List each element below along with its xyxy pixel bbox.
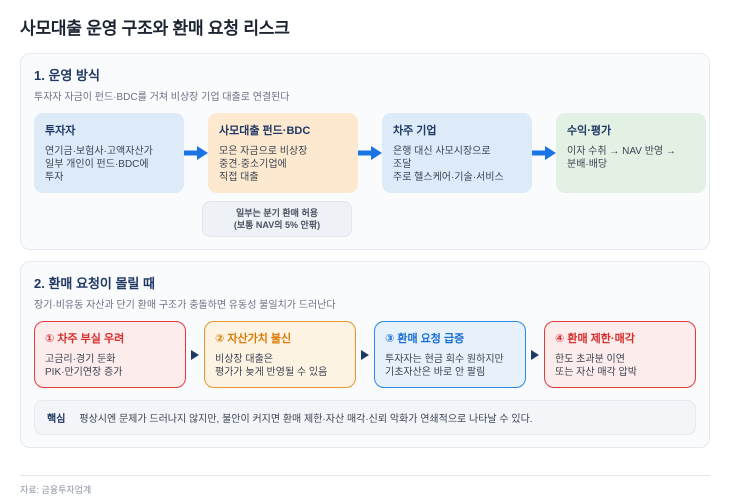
risk-card-redemption-surge: ③ 환매 요청 급증 투자자는 현금 회수 원하지만 기초자산은 바로 안 팔림 (374, 321, 526, 388)
key-takeaway: 핵심 평상시엔 문제가 드러나지 않지만, 불안이 커지면 환매 제한·자산 매… (34, 400, 696, 435)
risk-line: 투자자는 현금 회수 원하지만 (385, 354, 504, 365)
risk-title: ① 차주 부실 우려 (45, 333, 125, 345)
key-takeaway-text: 평상시엔 문제가 드러나지 않지만, 불안이 커지면 환매 제한·자산 매각·신… (79, 414, 533, 425)
step-card-borrowers: 차주 기업 은행 대신 사모시장으로 조달 주로 헬스케어·기술·서비스 (382, 113, 532, 193)
quarterly-redemption-note: 일부는 분기 환매 허용 (보통 NAV의 5% 안팎) (202, 201, 352, 237)
footer-divider: 자료: 금융투자업계 (20, 475, 710, 496)
risk-card-borrower-distress: ① 차주 부실 우려 고금리·경기 둔화 PIK·만기연장 증가 (34, 321, 186, 388)
step-line: 투자 (45, 172, 64, 183)
risk-line: 평가가 늦게 반영될 수 있음 (215, 367, 328, 378)
note-line: 일부는 분기 환매 허용 (235, 208, 319, 218)
flow-row: 투자자 연기금·보험사·고액자산가 일부 개인이 펀드·BDC에 투자 사모대출… (34, 113, 706, 193)
risk-card-gating-firesale: ④ 환매 제한·매각 한도 초과분 이연 또는 자산 매각 압박 (544, 321, 696, 388)
risk-line: 기초자산은 바로 안 팔림 (385, 367, 486, 378)
flow-arrow-icon (358, 146, 382, 160)
step-card-returns: 수익·평가 이자 수취 → NAV 반영 → 분배·배당 (556, 113, 706, 193)
step-line: 직접 대출 (219, 172, 259, 183)
step-title: 수익·평가 (567, 125, 612, 137)
redemption-risk-section-panel: 2. 환매 요청이 몰릴 때 장기·비유동 자산과 단기 환매 구조가 충돌하면… (20, 261, 710, 448)
risk-line: 한도 초과분 이연 (555, 354, 625, 365)
section2-heading: 2. 환매 요청이 몰릴 때 (34, 276, 155, 291)
risk-arrow-icon (361, 349, 369, 360)
step-line: 이자 수취 → NAV 반영 → (567, 146, 676, 157)
key-takeaway-label: 핵심 (47, 414, 66, 425)
flow-arrow-zone (358, 113, 382, 193)
section2-subtitle: 장기·비유동 자산과 단기 환매 구조가 충돌하면 유동성 불일치가 드러난다 (34, 300, 336, 311)
risk-title: ④ 환매 제한·매각 (555, 333, 635, 345)
flow-arrow-zone (184, 113, 208, 193)
step-title: 투자자 (45, 125, 76, 137)
flow-arrow-zone (532, 113, 556, 193)
note-line: (보통 NAV의 5% 안팎) (233, 220, 321, 230)
page-title: 사모대출 운영 구조와 환매 요청 리스크 (20, 19, 290, 38)
step-line: 은행 대신 사모시장으로 (393, 146, 491, 157)
section1-heading: 1. 운영 방식 (34, 68, 100, 83)
step-title: 차주 기업 (393, 125, 437, 137)
step-line: 주로 헬스케어·기술·서비스 (393, 172, 504, 183)
note-row: 일부는 분기 환매 허용 (보통 NAV의 5% 안팎) (34, 201, 696, 237)
step-line: 일부 개인이 펀드·BDC에 (45, 159, 149, 170)
operation-section-panel: 1. 운영 방식 투자자 자금이 펀드·BDC를 거쳐 비상장 기업 대출로 연… (20, 53, 710, 250)
step-title: 사모대출 펀드·BDC (219, 125, 311, 137)
section1-subtitle: 투자자 자금이 펀드·BDC를 거쳐 비상장 기업 대출로 연결된다 (34, 92, 290, 103)
flow-arrow-icon (532, 146, 556, 160)
risk-line: 또는 자산 매각 압박 (555, 367, 637, 378)
risk-card-valuation-distrust: ② 자산가치 불신 비상장 대출은 평가가 늦게 반영될 수 있음 (204, 321, 356, 388)
risk-arrow-zone (356, 321, 374, 388)
source-text: 자료: 금융투자업계 (20, 485, 92, 495)
risk-arrow-icon (531, 349, 539, 360)
risk-line: PIK·만기연장 증가 (45, 367, 123, 378)
step-line: 분배·배당 (567, 159, 608, 170)
risk-title: ③ 환매 요청 급증 (385, 333, 465, 345)
risk-row: ① 차주 부실 우려 고금리·경기 둔화 PIK·만기연장 증가 ② 자산가치 … (34, 321, 696, 388)
step-line: 조달 (393, 159, 412, 170)
risk-arrow-zone (186, 321, 204, 388)
step-line: 모은 자금으로 비상장 (219, 146, 308, 157)
step-card-fund-bdc: 사모대출 펀드·BDC 모은 자금으로 비상장 중견·중소기업에 직접 대출 (208, 113, 358, 193)
risk-arrow-zone (526, 321, 544, 388)
risk-line: 비상장 대출은 (215, 354, 273, 365)
step-line: 연기금·보험사·고액자산가 (45, 146, 153, 157)
risk-title: ② 자산가치 불신 (215, 333, 292, 345)
risk-arrow-icon (191, 349, 199, 360)
step-card-investors: 투자자 연기금·보험사·고액자산가 일부 개인이 펀드·BDC에 투자 (34, 113, 184, 193)
risk-line: 고금리·경기 둔화 (45, 354, 116, 365)
step-line: 중견·중소기업에 (219, 159, 287, 170)
flow-arrow-icon (184, 146, 208, 160)
